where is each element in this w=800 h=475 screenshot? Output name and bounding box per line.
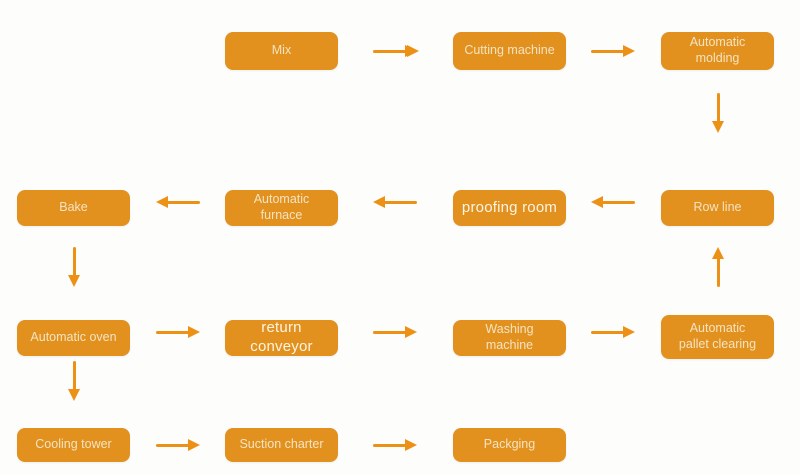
arrow-right-icon: [375, 45, 419, 58]
node-suction-charter: Suction charter: [225, 428, 338, 462]
node-return-conveyor: return conveyor: [225, 319, 338, 356]
arrow-down-icon: [68, 361, 81, 401]
node-automatic-pallet-clearing: Automatic pallet clearing: [661, 315, 774, 359]
arrow-left-icon: [373, 196, 417, 209]
node-proofing-room: proofing room: [453, 190, 566, 226]
node-washing-machine: Washing machine: [453, 320, 566, 356]
node-mix: Mix: [225, 32, 338, 70]
arrow-right-icon: [591, 45, 635, 58]
node-automatic-furnace: Automatic furnace: [225, 190, 338, 226]
arrow-down-icon: [68, 247, 81, 287]
arrow-right-icon: [373, 439, 417, 452]
arrow-up-icon: [712, 247, 725, 287]
arrow-right-icon: [156, 439, 200, 452]
node-automatic-oven: Automatic oven: [17, 320, 130, 356]
arrow-right-icon: [373, 326, 417, 339]
arrow-down-icon: [712, 93, 725, 133]
node-row-line: Row line: [661, 190, 774, 226]
node-cutting-machine: Cutting machine: [453, 32, 566, 70]
arrow-left-icon: [156, 196, 200, 209]
arrow-left-icon: [591, 196, 635, 209]
arrow-right-icon: [156, 326, 200, 339]
node-bake: Bake: [17, 190, 130, 226]
node-packging: Packging: [453, 428, 566, 462]
arrow-right-icon: [591, 326, 635, 339]
node-cooling-tower: Cooling tower: [17, 428, 130, 462]
node-automatic-molding: Automatic molding: [661, 32, 774, 70]
